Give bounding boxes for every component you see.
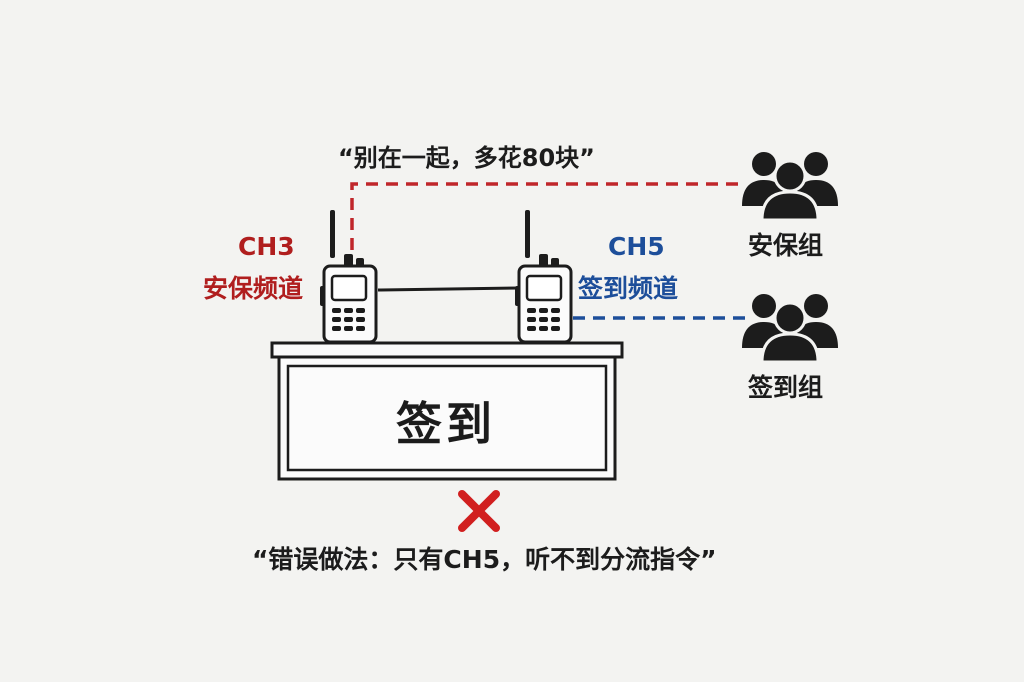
desk-label: 签到: [396, 397, 496, 451]
radio-link-line: [377, 286, 521, 292]
left-radio-name: 安保频道: [203, 274, 304, 303]
right-radio-name: 签到频道: [578, 274, 679, 303]
top-quote: “别在一起，多花80块”: [338, 144, 595, 172]
bottom-quote: “错误做法：只有CH5，听不到分流指令”: [252, 545, 717, 574]
people-group-icon: [742, 294, 838, 364]
security-group-label: 安保组: [748, 231, 824, 260]
walkie-talkie-icon: [320, 210, 378, 344]
checkin-group-label: 签到组: [748, 373, 824, 402]
right-radio-channel: CH5: [608, 232, 665, 261]
people-group-icon: [742, 152, 838, 222]
cross-mark-icon: [458, 490, 500, 532]
check-in-desk: [270, 341, 624, 481]
left-radio-channel: CH3: [238, 232, 295, 261]
red-dashed-connector: [350, 182, 745, 250]
walkie-talkie-icon: [515, 210, 573, 344]
